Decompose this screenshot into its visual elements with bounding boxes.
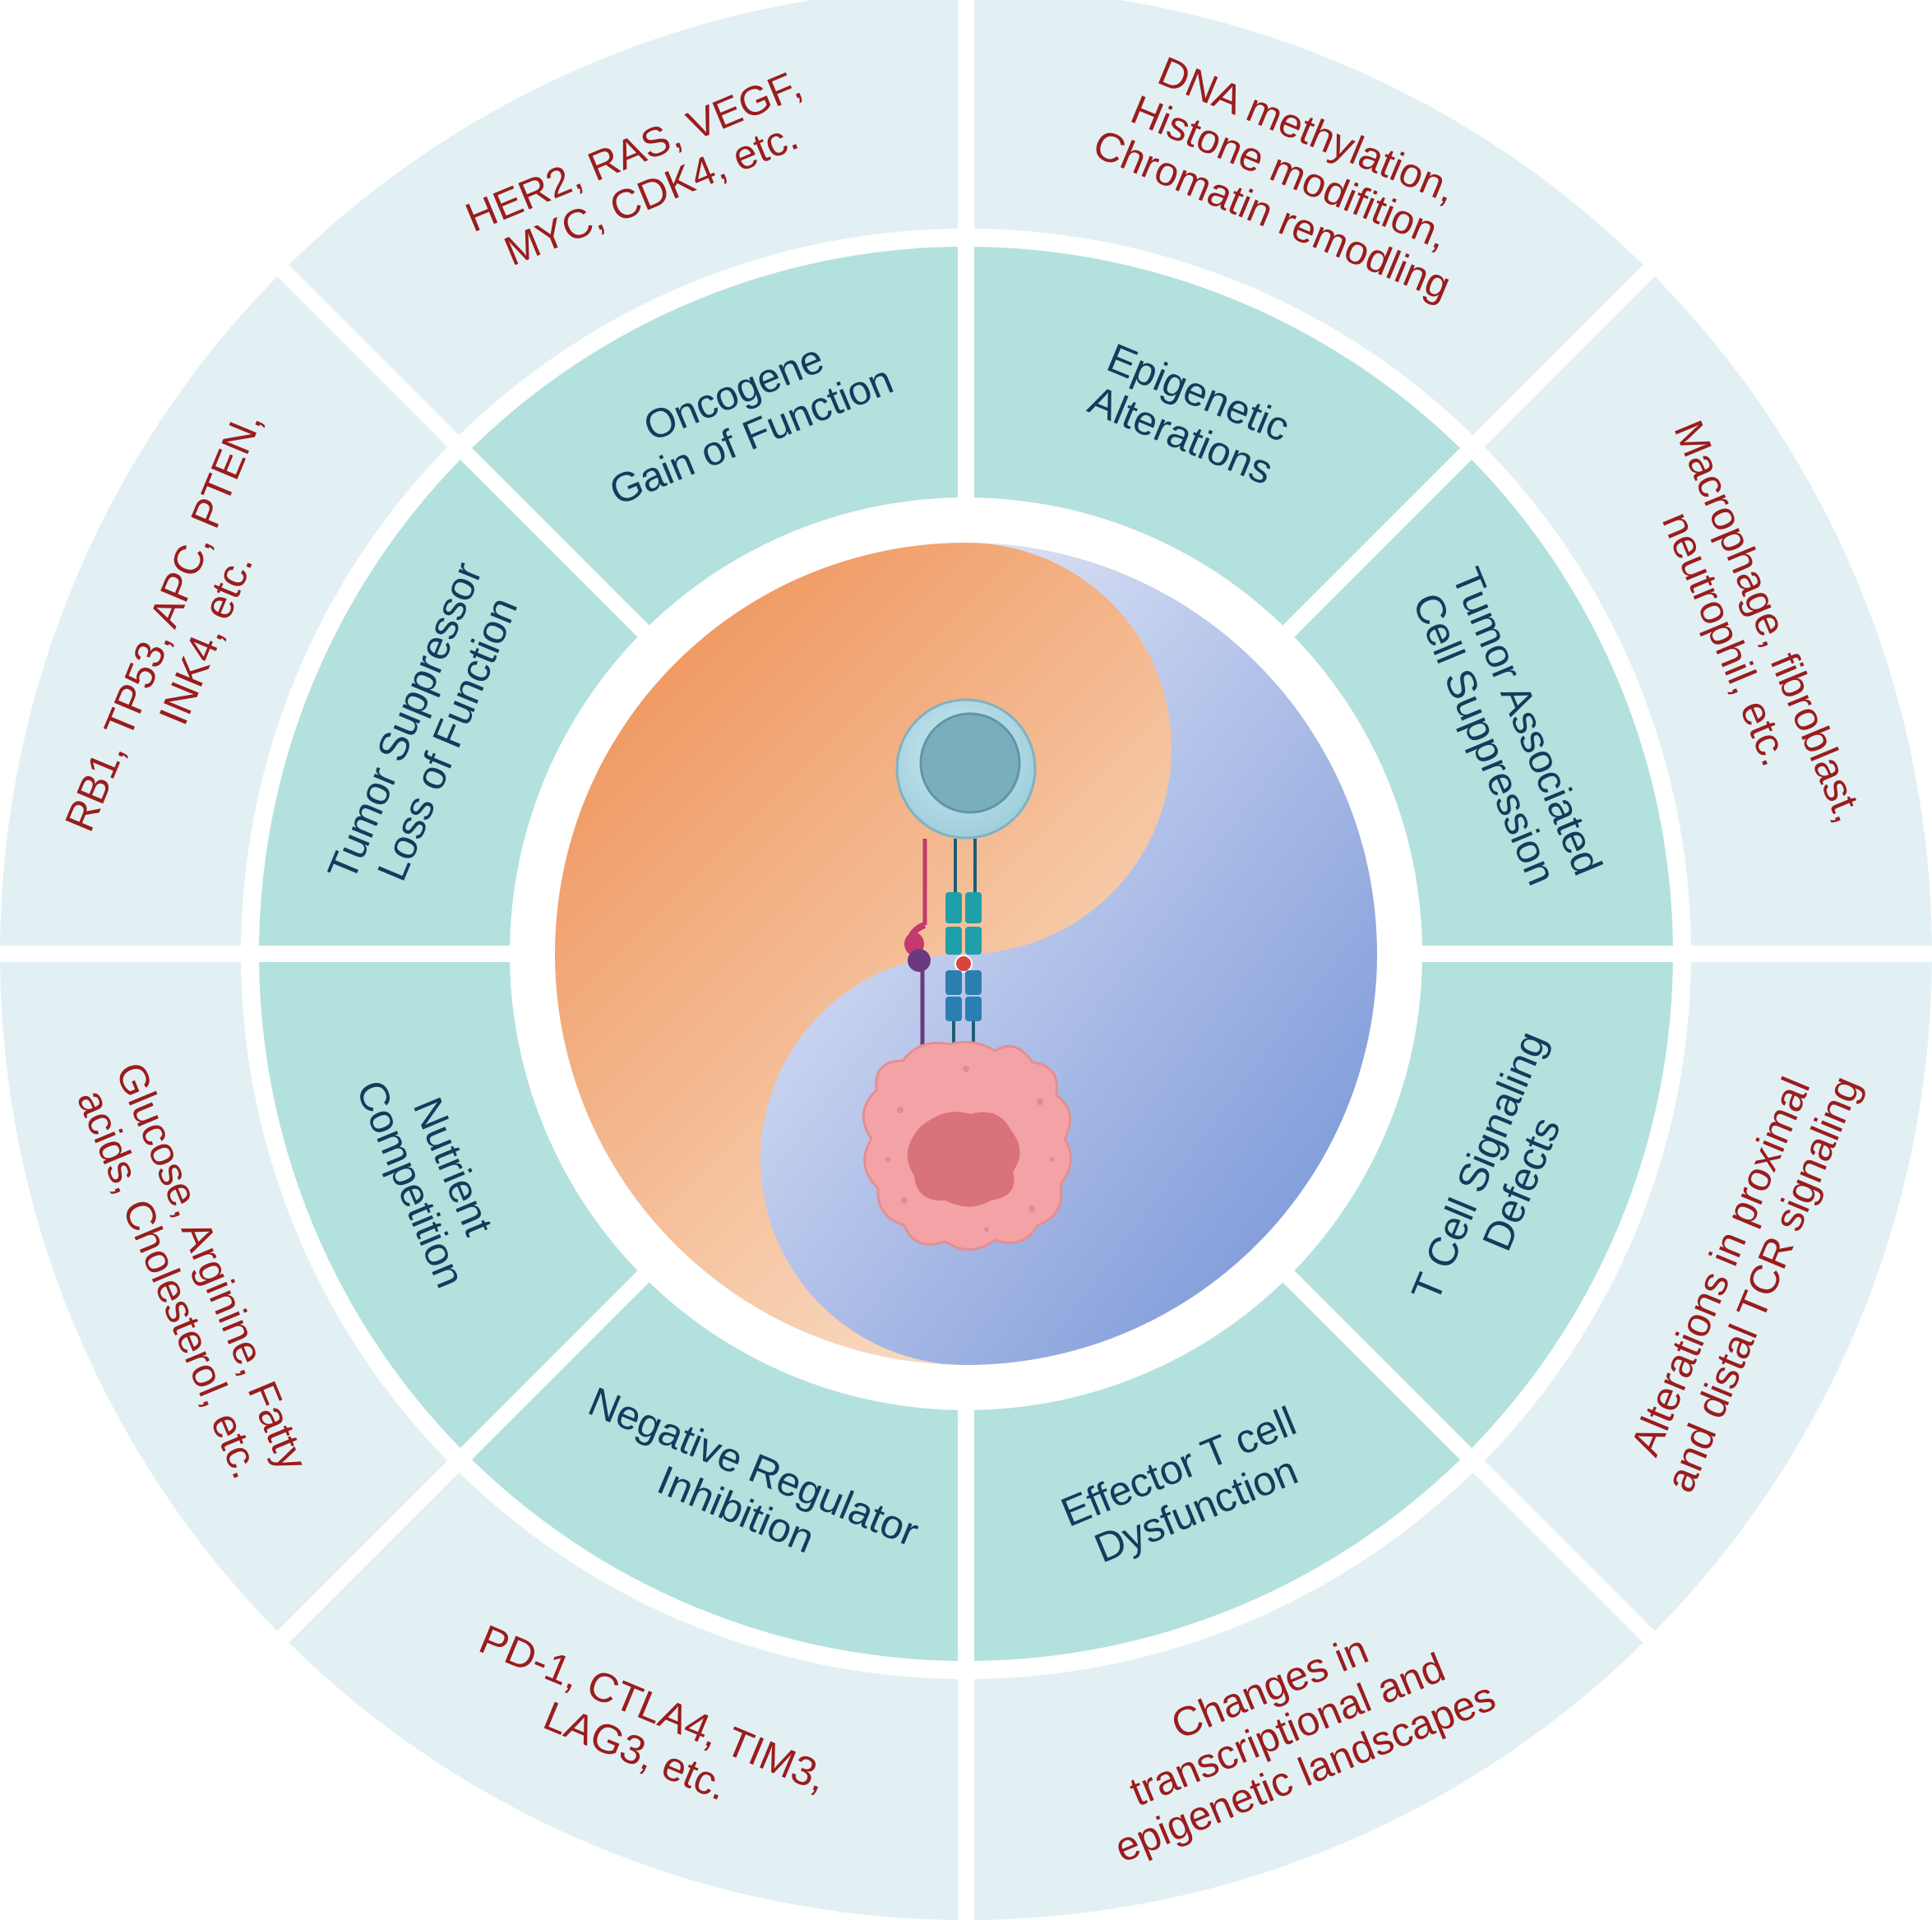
outer-sector: [289, 1472, 959, 1920]
outer-sector: [973, 1472, 1643, 1920]
inner-sector: [1294, 460, 1673, 946]
inner-sector: [472, 1282, 959, 1661]
center-illustration: [555, 543, 1377, 1365]
tcr-complex-icon: [904, 839, 982, 1061]
inner-sector: [973, 247, 1460, 626]
outer-sector: [0, 961, 448, 1631]
outer-sector: [1484, 961, 1932, 1631]
tumor-cell-icon: [862, 1040, 1072, 1251]
inner-sector: [472, 247, 959, 626]
outer-sector: [1484, 276, 1932, 946]
t-cell-icon: [895, 698, 1037, 840]
outer-sector: [0, 276, 448, 946]
outer-sector: [974, 0, 1643, 436]
inner-sector: [259, 961, 638, 1448]
outer-sector: [289, 0, 958, 436]
inner-sector: [973, 1282, 1460, 1661]
inner-sector: [259, 460, 638, 946]
inner-sector: [1294, 961, 1673, 1448]
